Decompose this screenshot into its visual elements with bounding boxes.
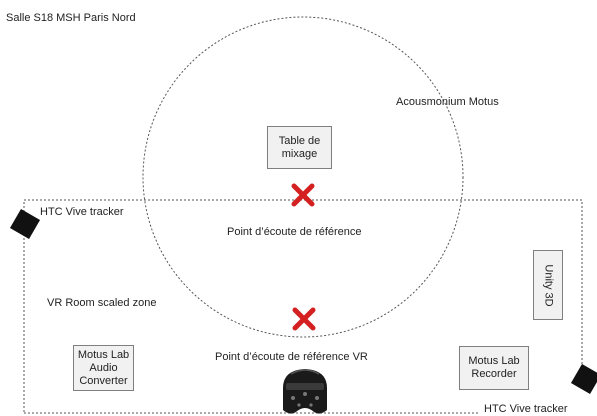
acousmonium-circle xyxy=(142,16,464,338)
tracker-right-icon xyxy=(570,363,597,395)
vr-reference-point-label: Point d’écoute de référence VR xyxy=(215,351,368,363)
reference-point-marker-icon xyxy=(291,183,315,207)
vr-reference-point-marker-icon xyxy=(292,307,316,331)
tracker-right-label: HTC Vive tracker xyxy=(484,403,568,415)
unity-3d-box: Unity 3D xyxy=(533,250,563,320)
unity-3d-label: Unity 3D xyxy=(542,263,555,307)
tracker-left-label: HTC Vive tracker xyxy=(40,206,124,218)
tracker-left-icon xyxy=(9,208,41,240)
mixing-table-box: Table de mixage xyxy=(267,126,332,169)
reference-point-label: Point d’écoute de référence xyxy=(227,226,362,238)
vr-headset-icon xyxy=(283,369,327,414)
audio-converter-box: Motus Lab Audio Converter xyxy=(73,345,134,391)
recorder-box: Motus Lab Recorder xyxy=(459,346,529,390)
acousmonium-label: Acousmonium Motus xyxy=(396,96,499,108)
vr-zone-label: VR Room scaled zone xyxy=(47,297,157,309)
room-title: Salle S18 MSH Paris Nord xyxy=(6,12,136,24)
vr-zone-boundary xyxy=(23,199,583,412)
